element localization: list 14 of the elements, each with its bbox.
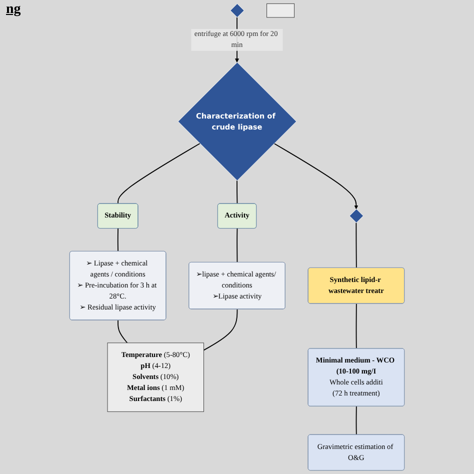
- connector: [236, 180, 238, 204]
- connector: [117, 228, 118, 252]
- arrow: [274, 143, 358, 210]
- heading-text: ng: [6, 2, 21, 17]
- connector: [118, 143, 200, 204]
- connector: [356, 222, 357, 268]
- connector: [203, 308, 238, 351]
- node-diamond: [349, 208, 364, 224]
- connector: [356, 303, 357, 350]
- node-diamond: [230, 3, 244, 18]
- node-box: [266, 3, 295, 18]
- connector: [356, 406, 357, 436]
- connector: [118, 320, 128, 344]
- connector: [236, 228, 238, 263]
